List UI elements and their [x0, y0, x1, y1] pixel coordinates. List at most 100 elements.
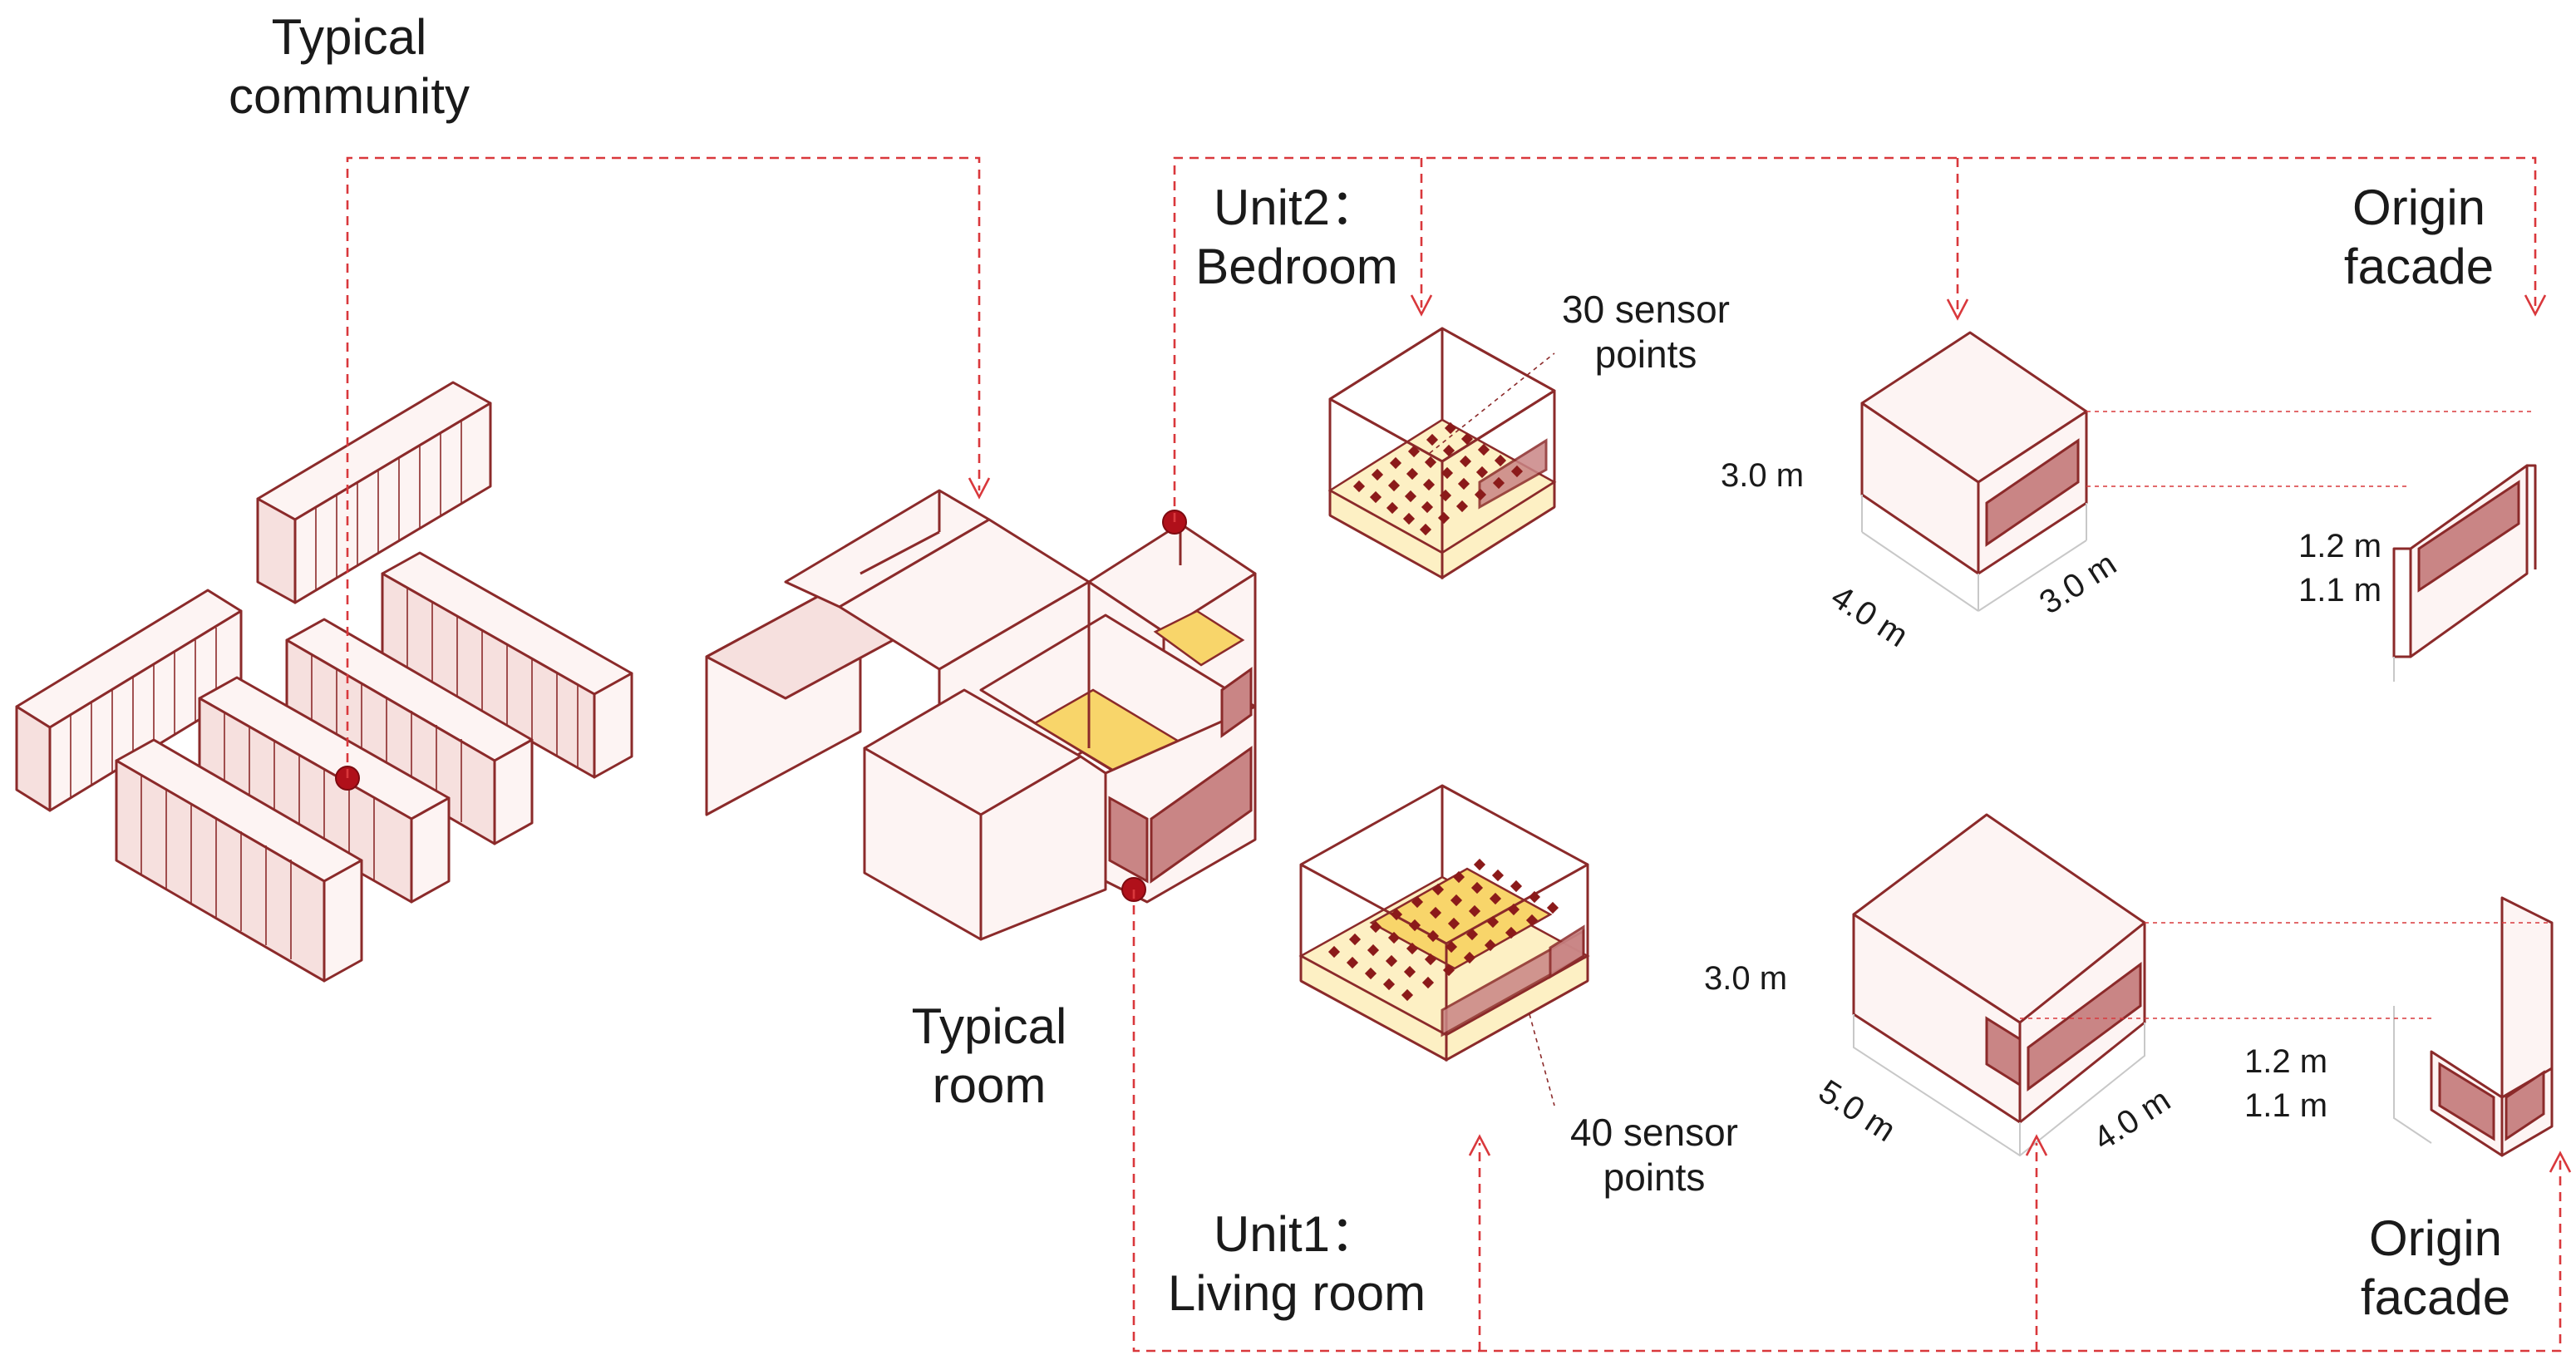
unit1-sensor-point [1421, 976, 1435, 989]
community-block-4 [285, 618, 534, 845]
unit2-sensor-point [1459, 455, 1472, 468]
unit1-sensor-point [1385, 954, 1398, 968]
unit2-sensor-label: 30 sensor points [1538, 287, 1754, 377]
unit1-sensor-box [1298, 784, 1590, 1062]
unit1-sensor-point [1507, 903, 1520, 916]
unit1-facade-panel [2393, 896, 2554, 1157]
unit2-sensor-point [1439, 489, 1452, 502]
unit2-sensor-point [1406, 467, 1419, 480]
community-block-2 [256, 381, 492, 604]
unit2-sensor-leader [1429, 352, 1555, 454]
unit2-sensor-point [1424, 456, 1437, 469]
community-title-line1: Typical [271, 9, 427, 65]
unit2-sensor-point [1422, 478, 1436, 491]
unit2-width-label: 3.0 m [2033, 545, 2123, 621]
unit1-sensor-point [1473, 858, 1486, 871]
unit1-sensor-point [1369, 920, 1382, 934]
unit1-title: Unit1： Living room [1139, 1205, 1455, 1323]
unit1-sensor-point [1406, 942, 1419, 955]
room-title-line1: Typical [911, 998, 1067, 1054]
unit2-sensor-point [1457, 477, 1470, 490]
unit2-sill-lower-label: 1.1 m [2298, 572, 2382, 609]
unit2-facade-panel [2392, 464, 2537, 682]
unit1-sill-lower-label: 1.1 m [2244, 1087, 2328, 1124]
unit2-sensor-point [1386, 501, 1399, 515]
unit2-title: Unit2： Bedroom [1164, 179, 1430, 297]
unit1-sensor-grid [1327, 858, 1559, 1002]
unit2-sensor-point [1494, 454, 1507, 467]
unit2-sensor-point [1402, 512, 1416, 525]
unit1-length-label: 5.0 m [1812, 1073, 1902, 1149]
unit2-sensor-point [1444, 421, 1457, 435]
unit1-sensor-leader [1529, 1013, 1555, 1106]
unit1-sill-upper-label: 1.2 m [2244, 1043, 2328, 1080]
unit2-height-label: 3.0 m [1721, 457, 1805, 494]
unit1-sensor-point [1401, 988, 1414, 1002]
community-title: Typical community [191, 8, 507, 126]
unit1-sensor-point [1486, 915, 1500, 929]
unit1-sensor-point [1367, 944, 1380, 957]
unit1-sensor-point [1491, 869, 1505, 882]
unit1-sensor-point [1426, 929, 1440, 943]
unit1-sensor-line2: points [1603, 1156, 1706, 1200]
unit2-sensor-box [1327, 327, 1557, 580]
unit1-sensor-point [1546, 901, 1559, 914]
unit2-sensor-line2: points [1594, 333, 1697, 377]
unit2-sensor-point [1404, 490, 1417, 503]
facade-bottom-title: Origin facade [2327, 1210, 2544, 1328]
room-title-line2: room [932, 1057, 1047, 1113]
unit1-sensor-point [1382, 978, 1396, 991]
unit2-sensor-grid [1352, 421, 1524, 536]
unit1-sensor-point [1390, 908, 1403, 921]
facade-top-title: Origin facade [2311, 179, 2527, 297]
facade-top-line2: facade [2343, 238, 2495, 294]
unit1-sensor-point [1403, 965, 1416, 978]
unit1-sensor-line1: 40 sensor [1569, 1111, 1738, 1154]
unit2-facade-guides [2086, 411, 2535, 487]
unit1-sensor-point [1528, 890, 1541, 904]
facade-bottom-line1: Origin [2368, 1210, 2503, 1266]
community-title-line2: community [228, 67, 470, 124]
unit1-sensor-point [1346, 956, 1359, 969]
unit2-sensor-point [1421, 500, 1434, 514]
unit2-sensor-point [1437, 511, 1451, 525]
unit1-height-label: 3.0 m [1704, 960, 1788, 997]
unit1-title-line2: Living room [1167, 1264, 1426, 1321]
unit1-title-line1: Unit1： [1213, 1206, 1381, 1262]
typical-room-plan [705, 489, 1257, 941]
unit1-sensor-point [1445, 940, 1458, 954]
unit2-title-line1: Unit2： [1213, 180, 1381, 235]
unit2-sensor-point [1455, 500, 1469, 513]
unit1-sensor-point [1424, 953, 1437, 966]
unit1-sensor-label: 40 sensor points [1546, 1110, 1762, 1200]
unit1-sensor-point [1364, 967, 1377, 980]
unit2-sensor-point [1460, 432, 1474, 446]
unit1-geometry-box [1852, 813, 2146, 1157]
unit1-sensor-point [1470, 881, 1484, 894]
unit2-geometry-box [1860, 331, 2088, 612]
unit1-sensor-point [1408, 919, 1421, 932]
unit2-sensor-point [1369, 490, 1382, 504]
unit2-sensor-point [1371, 468, 1384, 481]
room-title: Typical room [873, 998, 1106, 1116]
unit2-sensor-point [1387, 479, 1401, 492]
unit1-sensor-point [1505, 926, 1518, 939]
facade-bottom-line2: facade [2360, 1269, 2511, 1325]
unit2-length-label: 4.0 m [1825, 579, 1914, 654]
unit1-sensor-point [1452, 870, 1465, 884]
community-buildings [15, 381, 633, 983]
unit1-sensor-point [1327, 945, 1341, 959]
unit2-sensor-line1: 30 sensor [1561, 288, 1730, 331]
unit2-title-line2: Bedroom [1195, 238, 1398, 294]
unit1-sensor-point [1525, 914, 1539, 927]
community-block-6 [115, 738, 363, 983]
unit2-sensor-point [1475, 466, 1489, 479]
community-block-1 [15, 589, 243, 812]
unit1-sensor-point [1447, 917, 1460, 930]
unit2-sill-upper-label: 1.2 m [2298, 528, 2382, 564]
unit2-sensor-point [1352, 480, 1366, 493]
unit1-sensor-point [1431, 883, 1445, 896]
unit2-sensor-point [1419, 523, 1432, 536]
unit1-sensor-point [1429, 906, 1442, 919]
